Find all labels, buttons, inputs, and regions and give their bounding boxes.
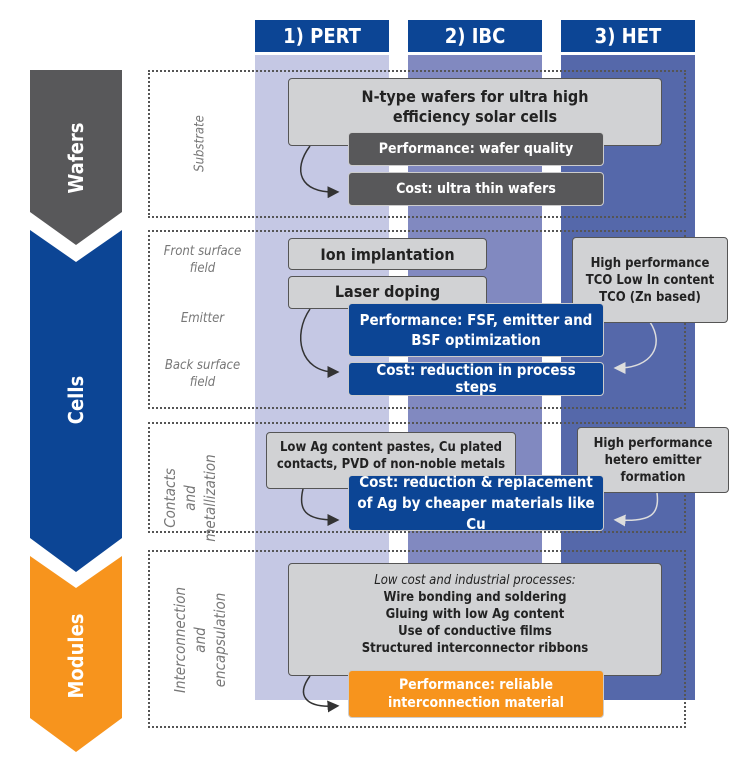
ion-implantation-box: Ion implantation xyxy=(288,238,487,270)
modules-process-item: Wire bonding and soldering xyxy=(383,590,567,605)
substrate-section xyxy=(148,70,686,218)
wafers-arrow xyxy=(30,70,122,245)
wafer-performance-box: Performance: wafer quality xyxy=(348,132,604,166)
column-header-pert: 1) PERT xyxy=(255,20,389,52)
modules-processes-title: Low cost and industrial processes: xyxy=(374,573,576,588)
modules-section xyxy=(148,550,686,728)
modules-process-item: Structured interconnector ribbons xyxy=(361,641,589,656)
curved-arrow-icon xyxy=(300,145,340,199)
cell-cost-box: Cost: reduction in process steps xyxy=(348,362,604,396)
column-header-ibc: 2) IBC xyxy=(408,20,542,52)
cell-performance-box: Performance: FSF, emitter and BSF optimi… xyxy=(348,303,604,357)
curved-arrow-icon xyxy=(613,321,657,374)
modules-arrow xyxy=(30,556,122,752)
cells-arrow xyxy=(30,230,122,572)
modules-performance-box: Performance: reliable interconnection ma… xyxy=(348,670,604,718)
back-surface-field-label: Back surface field xyxy=(164,358,241,390)
wafer-cost-box: Cost: ultra thin wafers xyxy=(348,172,604,206)
modules-process-item: Use of conductive films xyxy=(398,624,552,639)
curved-arrow-icon xyxy=(613,492,659,527)
curved-arrow-icon xyxy=(302,675,340,713)
curved-arrow-icon xyxy=(300,488,340,526)
modules-process-item: Gluing with low Ag content xyxy=(385,607,565,622)
ag-cost-box: Cost: reduction & replacement of Ag by c… xyxy=(348,473,604,533)
front-surface-field-label: Front surface field xyxy=(163,244,242,276)
column-header-het: 3) HET xyxy=(561,20,695,52)
ntype-wafers-text: N-type wafers for ultra high efficiency … xyxy=(361,87,589,126)
modules-processes-box: Low cost and industrial processes: Wire … xyxy=(288,563,662,676)
curved-arrow-icon xyxy=(299,308,340,378)
emitter-label: Emitter xyxy=(180,311,225,326)
